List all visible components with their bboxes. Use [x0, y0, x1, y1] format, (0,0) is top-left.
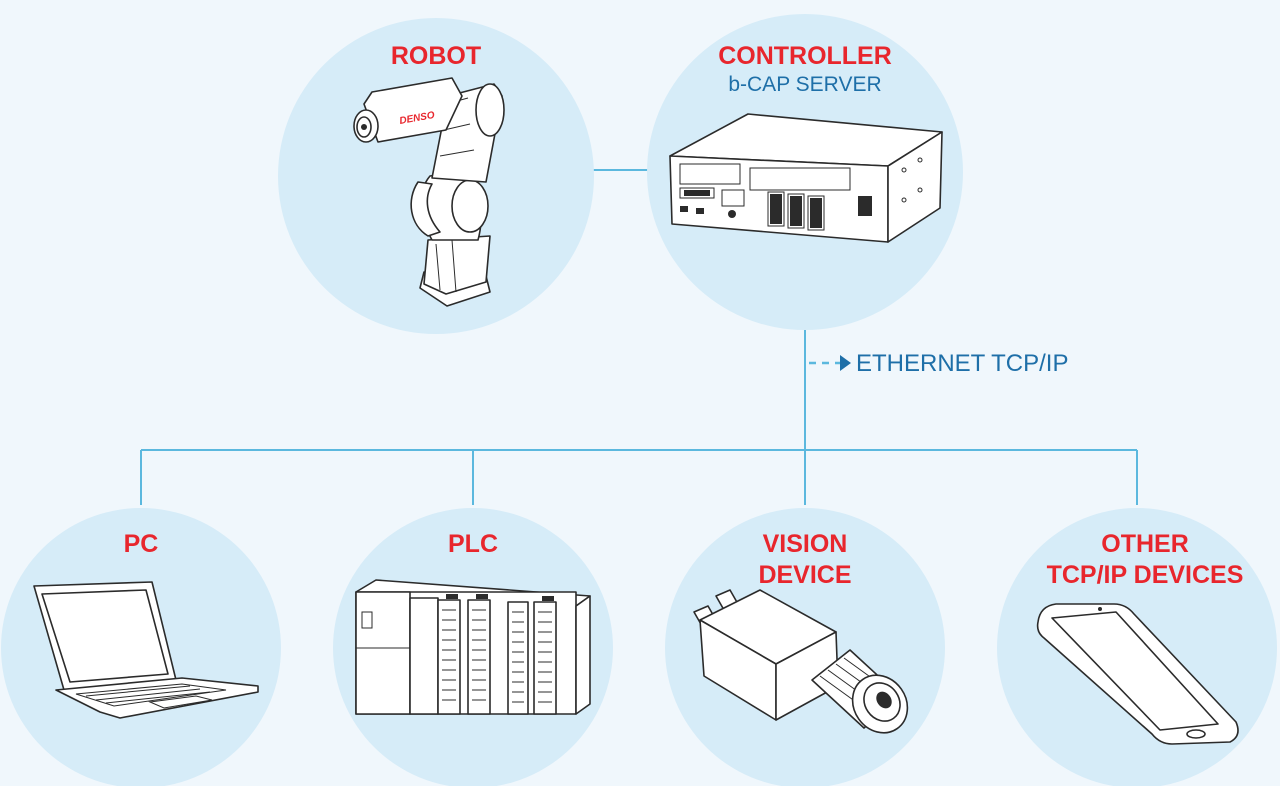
plc-rack-icon	[355, 579, 591, 715]
other-title-line2: TCP/IP DEVICES	[1047, 561, 1244, 589]
ethernet-label: ETHERNET TCP/IP	[809, 350, 1068, 377]
pc-title: PC	[124, 530, 159, 558]
other-node: OTHER TCP/IP DEVICES	[997, 508, 1277, 786]
controller-title: CONTROLLER	[718, 42, 892, 70]
robot-node: ROBOT DENSO	[278, 18, 594, 334]
robot-title: ROBOT	[391, 42, 481, 70]
vision-title-line1: VISION	[763, 530, 848, 558]
arrow-head-icon	[840, 355, 851, 371]
plc-node: PLC	[333, 508, 613, 786]
vision-node: VISION DEVICE	[665, 508, 945, 786]
plc-title: PLC	[448, 530, 498, 558]
controller-node: CONTROLLER b-CAP SERVER	[647, 14, 963, 330]
controller-unit-icon	[669, 113, 943, 243]
pc-node: PC	[1, 508, 281, 786]
laptop-icon	[33, 581, 259, 719]
smartphone-icon	[1036, 603, 1239, 745]
ethernet-label-text: ETHERNET TCP/IP	[856, 350, 1068, 377]
camera-icon	[693, 589, 909, 734]
controller-subtitle: b-CAP SERVER	[728, 73, 881, 96]
connection-lines	[140, 169, 1138, 505]
robot-arm-icon: DENSO	[353, 77, 505, 307]
other-title-line1: OTHER	[1101, 530, 1189, 558]
vision-title-line2: DEVICE	[758, 561, 851, 589]
